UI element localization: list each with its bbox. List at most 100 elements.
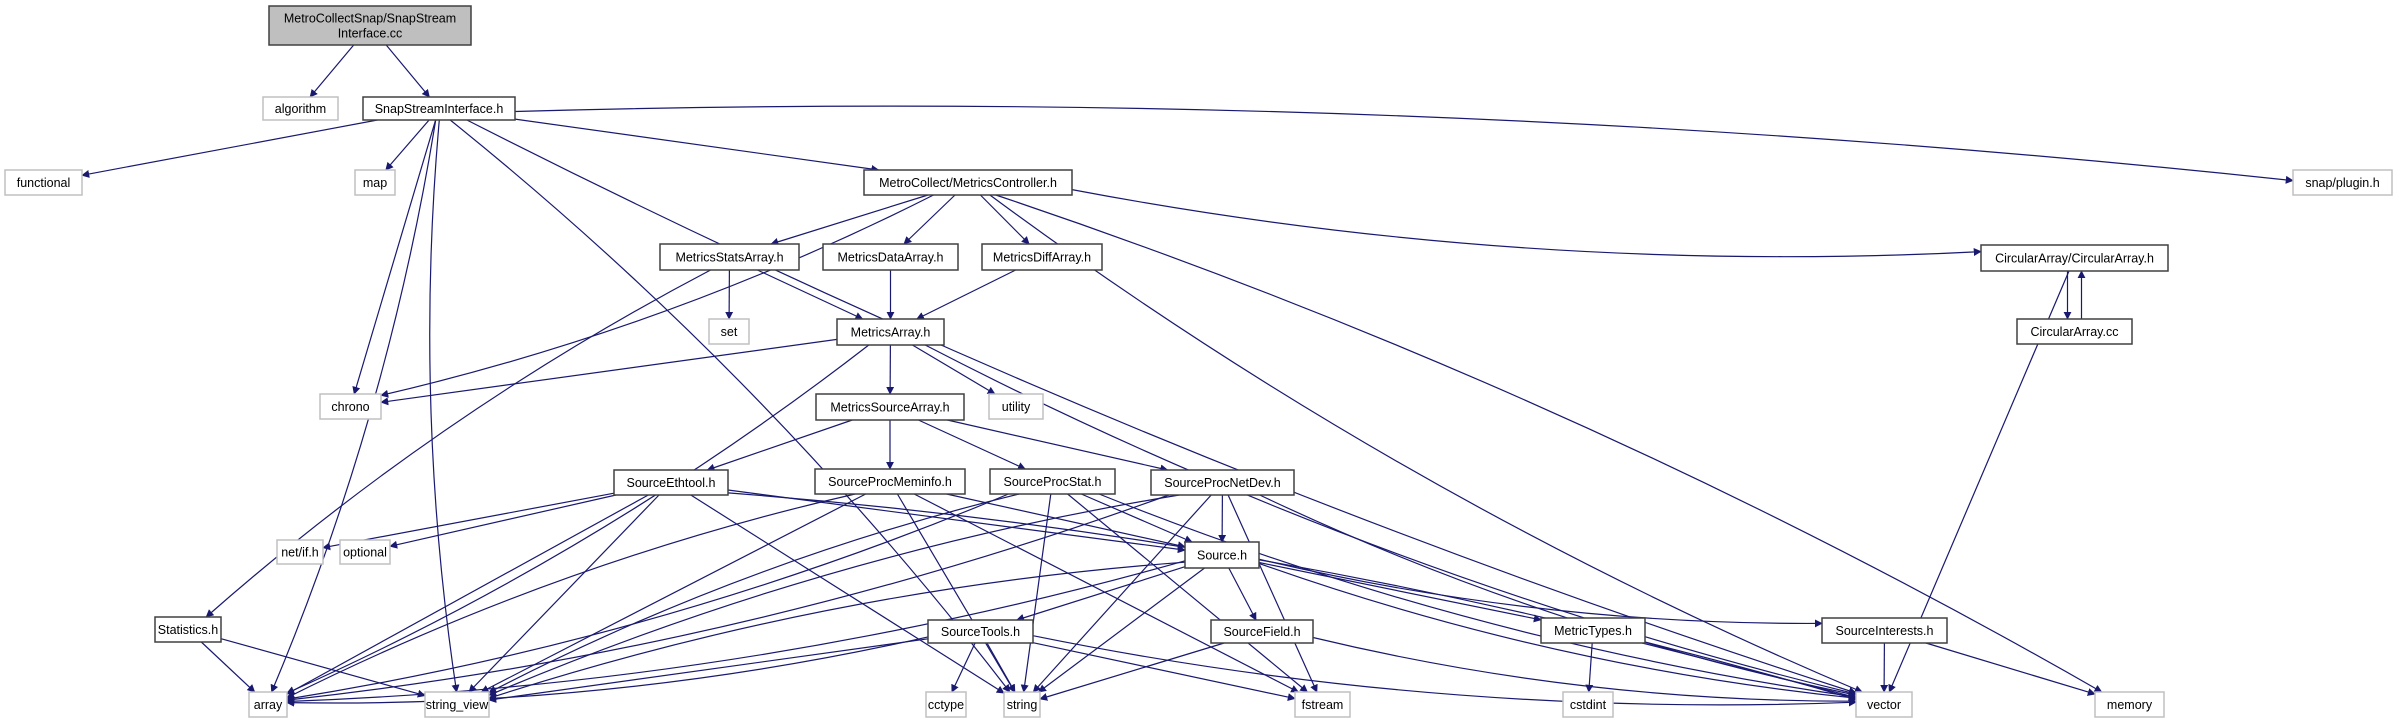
node-box [2016,318,2133,345]
edge-stools_h-to-string_view [488,638,929,703]
node-mda-h[interactable]: MetricsDataArray.h [822,243,959,271]
edge-ssi_h-to-string_view [429,119,460,693]
node-box [822,243,959,271]
node-box [268,5,472,46]
node-root[interactable]: MetroCollectSnap/SnapStreamInterface.cc [268,5,472,46]
node-box [814,468,966,495]
node-label: utility [1002,400,1031,414]
node-netif: net/if.h [276,539,324,565]
node-box [863,169,1073,196]
edge-spnd_h-to-vector [1259,494,1857,698]
edge-mtypes_h-to-cstdint [1585,642,1594,693]
node-label: MetricsSourceArray.h [830,400,949,414]
edge-ssi_h-to-snap_plugin [514,105,2294,184]
node-functional: functional [4,169,83,196]
node-box [815,393,965,421]
edge-spnd_h-to-array [286,494,1170,704]
node-sps-h[interactable]: SourceProcStat.h [989,468,1116,495]
node-label: array [254,698,283,712]
node-box [1184,541,1260,569]
node-msa-h[interactable]: MetricsStatsArray.h [659,243,800,271]
edge-spnd_h-to-string [1032,494,1212,693]
node-label: SourceTools.h [941,625,1020,639]
node-ssi-h[interactable]: SnapStreamInterface.h [362,96,516,121]
edge-spm_h-to-array [286,493,856,699]
edge-source_h-to-sfield_h [1228,567,1257,621]
node-spm-h[interactable]: SourceProcMeminfo.h [814,468,966,495]
node-string: string [1003,691,1041,718]
node-box [154,616,222,643]
node-box [613,469,729,496]
node-box [708,318,750,345]
node-ma-h[interactable]: MetricsArray.h [836,318,945,346]
node-label: SourceInterests.h [1836,624,1934,638]
edge-spnd_h-to-string_view [488,494,1180,697]
edge-seth_h-to-optional [389,494,617,549]
node-seth-h[interactable]: SourceEthtool.h [613,469,729,496]
node-label: functional [17,176,71,190]
node-box [927,619,1034,644]
node-source-h[interactable]: Source.h [1184,541,1260,569]
edge-sps_h-to-fstream [1067,493,1309,693]
node-label: algorithm [275,102,326,116]
node-chrono: chrono [319,393,382,420]
node-label: optional [343,545,387,559]
edge-mc_h-to-memory [995,194,2103,693]
edge-mdfa_h-to-ma_h [916,269,1016,320]
node-sfield-h[interactable]: SourceField.h [1210,619,1314,644]
node-ca-cc[interactable]: CircularArray.cc [2016,318,2133,345]
edge-mc_h-to-ca_h [1071,189,1982,258]
edge-seth_h-to-string [690,494,1005,694]
node-stools-h[interactable]: SourceTools.h [927,619,1034,644]
edge-msa_h-to-stats_h [205,269,711,618]
edge-stats_h-to-string_view [220,638,426,698]
edge-seth_h-to-netif [322,492,615,551]
edge-mc_h-to-msa_h [770,194,929,246]
edge-seth_h-to-array [286,494,649,695]
node-memory: memory [2094,691,2165,718]
node-box [1003,691,1041,718]
node-box [2094,691,2165,718]
node-label: cstdint [1570,698,1607,712]
edge-msrc_h-to-spnd_h [947,419,1169,473]
edge-ssi_h-to-functional [81,119,378,178]
edge-ma_h-to-utility [912,344,996,395]
edge-stools_h-to-string [986,642,1016,693]
node-label: snap/plugin.h [2305,176,2379,190]
node-spnd-h[interactable]: SourceProcNetDev.h [1150,469,1295,496]
edge-msa_h-to-ma_h [757,269,864,320]
edge-ssi_h-to-chrono [352,119,437,395]
edge-sfield_h-to-vector [1312,636,1857,706]
node-label: fstream [1302,698,1344,712]
node-map: map [354,169,396,196]
node-box [276,539,324,565]
node-box [424,691,490,718]
edge-mtypes_h-to-vector [1642,642,1857,700]
node-label: SourceProcNetDev.h [1164,476,1281,490]
node-box [1855,691,1913,718]
edge-ma_h-to-vector [924,344,1857,697]
node-algorithm: algorithm [262,96,339,121]
edge-ssi_h-to-string [449,119,1011,693]
node-mdfa-h[interactable]: MetricsDiffArray.h [981,243,1103,271]
edge-stools_h-to-cctype [951,642,976,693]
edge-source_h-to-string_view [488,561,1186,700]
node-box [354,169,396,196]
node-sint-h[interactable]: SourceInterests.h [1821,617,1948,644]
node-array: array [248,691,288,718]
node-ca-h[interactable]: CircularArray/CircularArray.h [1980,244,2169,272]
node-mtypes-h[interactable]: MetricTypes.h [1540,617,1646,644]
node-stats-h[interactable]: Statistics.h [154,616,222,643]
node-label: Interface.cc [338,26,403,40]
node-mc-h[interactable]: MetroCollect/MetricsController.h [863,169,1073,196]
edge-root-to-ssi_h [385,44,430,98]
node-label: MetricsStatsArray.h [675,250,783,264]
node-label: string_view [426,698,489,712]
nodes-layer: MetroCollectSnap/SnapStreamInterface.cc a… [4,5,2393,718]
node-box [1294,691,1351,718]
node-box [2292,169,2393,196]
node-box [1562,691,1614,718]
node-msrc-h[interactable]: MetricsSourceArray.h [815,393,965,421]
edge-seth_h-to-source_h [727,489,1186,554]
node-box [925,691,967,718]
